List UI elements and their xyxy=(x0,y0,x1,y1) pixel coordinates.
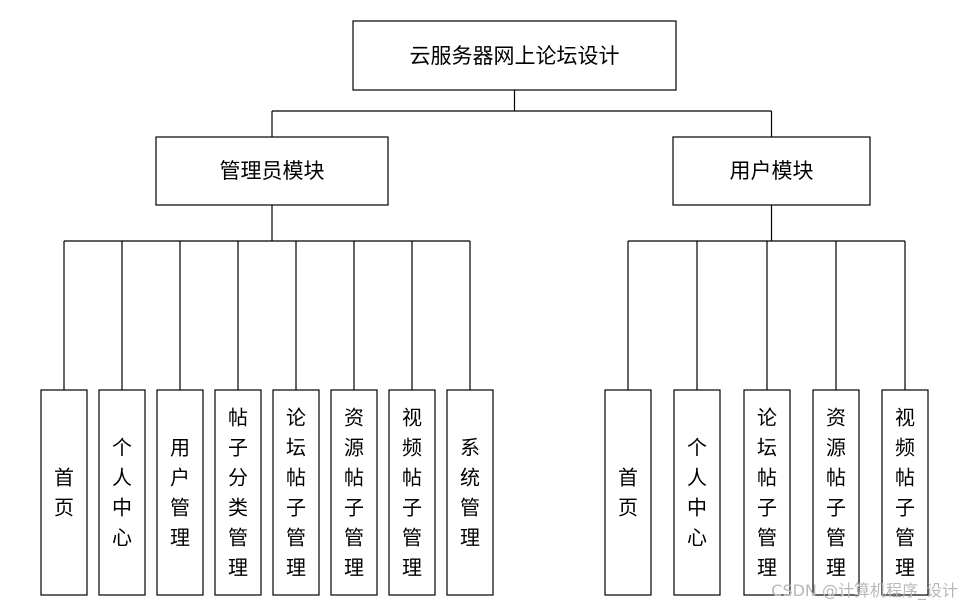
user-leaf-node: 个人中心 xyxy=(673,389,721,596)
module-admin: 管理员模块 xyxy=(155,136,389,206)
user-leaf-box xyxy=(743,389,791,596)
user-leaf-box xyxy=(881,389,929,596)
admin-leaf-label: 个人中心 xyxy=(112,436,132,550)
admin-leaf-node: 系统管理 xyxy=(446,389,494,596)
admin-leaf-box xyxy=(40,389,88,596)
watermark: CSDN @计算机程序_设计 xyxy=(771,581,958,601)
admin-leaf-node: 资源帖子管理 xyxy=(330,389,378,596)
admin-leaf-label: 首页 xyxy=(54,466,74,520)
admin-leaf-label: 系统管理 xyxy=(460,436,480,550)
user-leaf-label: 个人中心 xyxy=(687,436,707,550)
admin-leaf-node: 首页 xyxy=(40,389,88,596)
user-leaf-node: 资源帖子管理 xyxy=(812,389,860,596)
admin-leaf-node: 帖子分类管理 xyxy=(214,389,262,596)
leaf-nodes: 首页 个人中心 用户管理 帖子分类管理 论坛帖子管理 资源帖子管理 视频帖子管理 系统管理 首页… xyxy=(40,389,929,596)
root-label: 云服务器网上论坛设计 xyxy=(410,44,620,68)
admin-leaf-label: 帖子分类管理 xyxy=(228,406,248,580)
user-leaf-box xyxy=(604,389,652,596)
admin-leaf-box xyxy=(388,389,436,596)
module-admin-box xyxy=(155,136,389,206)
user-leaf-label: 资源帖子管理 xyxy=(826,406,846,580)
user-leaf-box xyxy=(812,389,860,596)
admin-leaf-node: 论坛帖子管理 xyxy=(272,389,320,596)
admin-leaf-box xyxy=(98,389,146,596)
user-leaf-label: 视频帖子管理 xyxy=(895,406,915,580)
admin-leaf-node: 视频帖子管理 xyxy=(388,389,436,596)
user-leaf-label: 首页 xyxy=(618,466,638,520)
root-box xyxy=(352,20,677,91)
admin-leaf-box xyxy=(330,389,378,596)
user-leaf-box xyxy=(673,389,721,596)
admin-leaf-label: 论坛帖子管理 xyxy=(286,406,306,580)
admin-leaf-box xyxy=(156,389,204,596)
root-node: 云服务器网上论坛设计 xyxy=(352,20,677,91)
user-leaf-node: 视频帖子管理 xyxy=(881,389,929,596)
module-user-label: 用户模块 xyxy=(730,159,814,183)
admin-leaf-box xyxy=(214,389,262,596)
admin-leaf-node: 个人中心 xyxy=(98,389,146,596)
admin-leaf-label: 资源帖子管理 xyxy=(344,406,364,580)
admin-leaf-box xyxy=(446,389,494,596)
connector-lines xyxy=(63,90,906,390)
admin-leaf-label: 视频帖子管理 xyxy=(402,406,422,580)
module-admin-label: 管理员模块 xyxy=(220,159,325,183)
module-user-box xyxy=(672,136,871,206)
module-user: 用户模块 xyxy=(672,136,871,206)
admin-leaf-box xyxy=(272,389,320,596)
admin-leaf-label: 用户管理 xyxy=(170,436,190,550)
user-leaf-node: 首页 xyxy=(604,389,652,596)
admin-leaf-node: 用户管理 xyxy=(156,389,204,596)
user-leaf-label: 论坛帖子管理 xyxy=(757,406,777,580)
user-leaf-node: 论坛帖子管理 xyxy=(743,389,791,596)
